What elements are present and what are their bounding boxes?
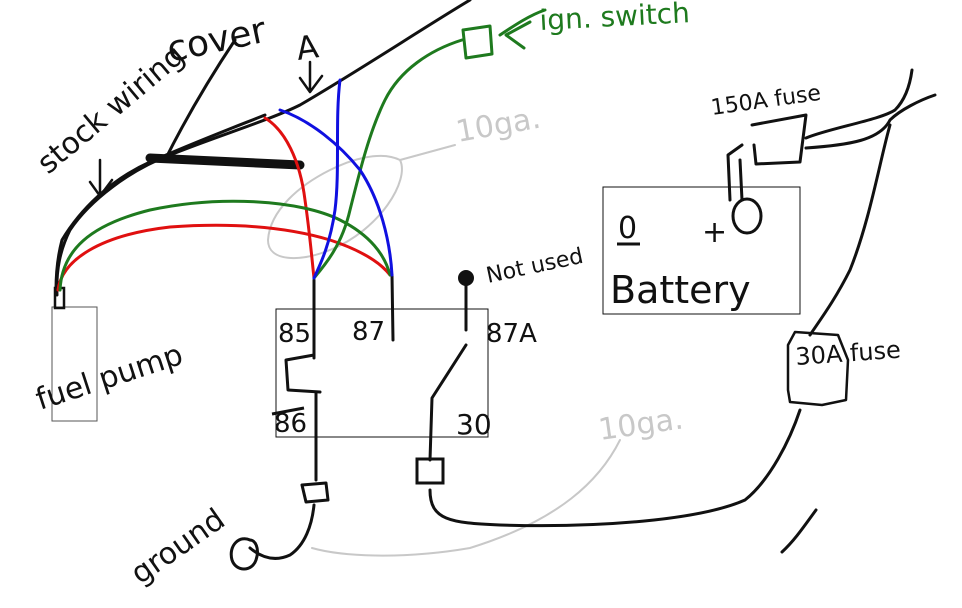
- gauge-label-bottom: 10ga.: [596, 401, 685, 448]
- fuel-pump-label: fuel pump: [32, 337, 188, 417]
- ground-label: ground: [125, 502, 232, 592]
- battery-box: [602, 186, 801, 315]
- red-wire-relay: [263, 116, 316, 280]
- relay-85-label: 85: [278, 319, 311, 349]
- relay-87a-label: 87A: [486, 319, 537, 349]
- a-marker-arrow: [298, 60, 324, 94]
- battery-cable-upper-2: [804, 93, 937, 150]
- red-wire-pump: [56, 223, 392, 292]
- cover-edge-line: [55, 0, 472, 297]
- fuse-150a-shape: [726, 113, 808, 202]
- relay-30-connector: [415, 457, 445, 485]
- cover-arrow-line: [163, 38, 237, 162]
- green-wire-ignition: [312, 38, 464, 280]
- ign-switch-arrow: [504, 20, 532, 50]
- ground-wire: [248, 503, 316, 560]
- ign-switch-connector: [461, 24, 494, 60]
- relay-87-wire: [390, 273, 395, 342]
- battery-positive-terminal: [731, 197, 763, 235]
- green-wire-pump: [58, 199, 392, 292]
- battery-cable-upper: [804, 68, 914, 140]
- not-used-label: Not used: [484, 244, 585, 289]
- colored-wires: [56, 8, 547, 292]
- relay-87-label: 87: [352, 317, 385, 347]
- relay-switch-contact: [428, 281, 468, 462]
- a-marker-label: A: [294, 27, 321, 68]
- stock-wiring-arrow: [88, 158, 114, 198]
- ground-eyelet: [229, 537, 259, 571]
- fuel-pump-box: [51, 306, 98, 422]
- relay-30-label: 30: [456, 408, 492, 441]
- ground-connector: [300, 481, 330, 504]
- gauge-pointer-top: [267, 144, 456, 259]
- fuse-30a-label: 30A fuse: [794, 336, 901, 371]
- green-wire-ign-lead: [498, 8, 547, 37]
- blue-wire-87: [278, 108, 394, 277]
- stock-wire-bundle: [145, 153, 305, 170]
- wire-to-30a-fuse: [808, 123, 892, 337]
- relay-86-strike: [271, 406, 305, 416]
- battery-label: Battery: [610, 268, 751, 312]
- relay-box: [275, 308, 489, 438]
- cover-inner-line: [54, 113, 267, 292]
- gauge-annotations: 10ga. 10ga.: [267, 101, 685, 557]
- battery-negative-label: 0: [618, 211, 637, 246]
- relay-coil: [284, 353, 322, 394]
- cover-outline: [54, 0, 472, 297]
- wire-stub: [780, 508, 818, 554]
- fuse-30a-shape: [786, 330, 850, 407]
- battery-positive-label: +: [702, 215, 727, 250]
- gauge-label-top: 10ga.: [453, 101, 543, 150]
- gauge-pointer-bottom: [311, 439, 621, 557]
- ign-switch-label: ign. switch: [539, 0, 691, 37]
- not-used-terminal: [458, 270, 474, 286]
- blue-wire-85: [312, 78, 342, 280]
- wire-fuse-to-relay-30: [428, 408, 802, 528]
